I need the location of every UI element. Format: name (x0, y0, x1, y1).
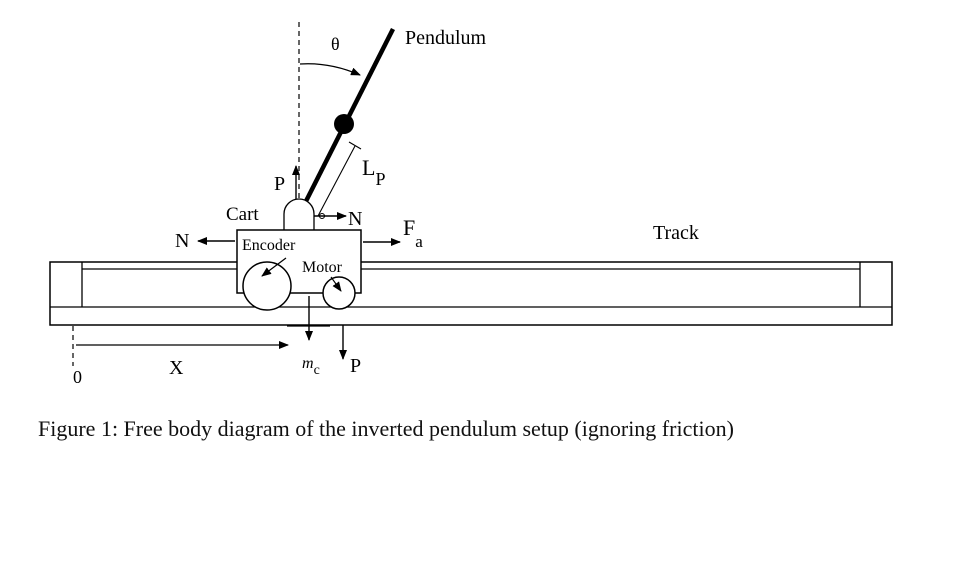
p-top-label: P (274, 173, 285, 195)
theta-arc (299, 63, 361, 76)
motor-label: Motor (302, 259, 343, 276)
pivot-bump (283, 198, 315, 230)
free-body-diagram: θ Pendulum LP P Encoder Motor Cart N N F… (49, 22, 893, 387)
pendulum-label: Pendulum (405, 27, 487, 49)
motor-needle (330, 276, 342, 292)
track-outer-frame (49, 261, 893, 326)
lp-dimension-line (317, 145, 356, 217)
x-label: X (169, 357, 184, 379)
lp-dimension-tick (348, 141, 362, 150)
lp-label: LP (362, 155, 385, 189)
pendulum-mass (334, 114, 354, 134)
motor-wheel (322, 276, 356, 310)
n-right-label: N (348, 208, 362, 230)
cart: Encoder Motor (236, 198, 362, 311)
theta-label: θ (331, 34, 340, 54)
track (49, 261, 893, 326)
n-left-label: N (175, 230, 189, 252)
mc-label: mc (302, 355, 320, 378)
p-bottom-label: P (350, 355, 361, 377)
figure-caption: Figure 1: Free body diagram of the inver… (38, 416, 734, 441)
cart-label: Cart (226, 204, 259, 225)
track-label: Track (653, 222, 699, 244)
fa-label: Fa (403, 215, 423, 251)
origin-label: 0 (73, 367, 82, 387)
encoder-label: Encoder (242, 237, 296, 254)
encoder-wheel (242, 261, 292, 311)
encoder-needle (261, 257, 287, 277)
